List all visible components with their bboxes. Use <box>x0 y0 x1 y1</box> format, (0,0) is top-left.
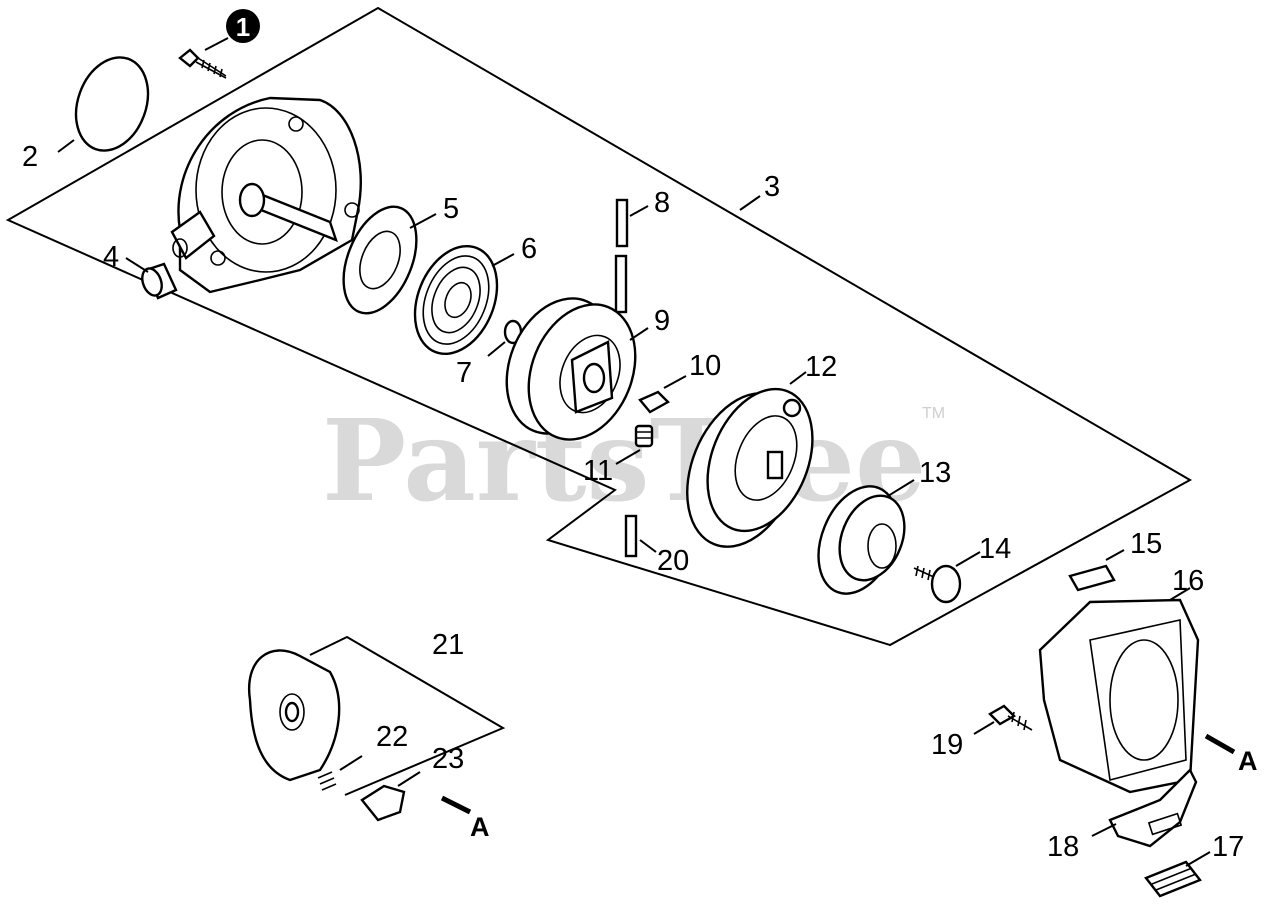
callout-4: 4 <box>103 241 119 273</box>
part-18-bracket <box>1108 767 1198 848</box>
callout-5: 5 <box>443 193 459 225</box>
leader-19 <box>973 721 995 735</box>
part-10-ratchet <box>638 390 670 414</box>
part-4-bushing <box>141 262 178 300</box>
callout-16: 16 <box>1172 565 1204 597</box>
leader-11 <box>615 449 641 465</box>
part-16-fan-cover <box>1038 598 1200 794</box>
reference-arrow-left <box>440 795 472 815</box>
callout-8: 8 <box>654 187 670 219</box>
leader-9 <box>629 327 649 341</box>
leader-2 <box>57 139 75 153</box>
leader-12 <box>789 371 807 385</box>
part-21-plate <box>247 649 341 782</box>
reference-a-right: A <box>1238 746 1258 776</box>
part-starter-case <box>170 96 362 294</box>
callout-14: 14 <box>979 533 1011 565</box>
callout-18: 18 <box>1047 831 1079 863</box>
part-9-reel <box>505 297 637 441</box>
leader-5 <box>409 213 437 229</box>
leader-10 <box>663 375 687 389</box>
leader-1 <box>204 37 229 51</box>
part-13-hub <box>817 485 906 595</box>
leader-20 <box>639 539 657 553</box>
callout-9: 9 <box>654 305 670 337</box>
callout-13: 13 <box>919 457 951 489</box>
leader-18 <box>1091 823 1117 837</box>
assembly-21-bracket <box>309 635 506 796</box>
leader-16 <box>1169 587 1191 601</box>
leader-22 <box>339 755 363 771</box>
leader-4 <box>125 257 149 273</box>
leader-13 <box>887 479 915 497</box>
part-23-pawl <box>360 784 406 822</box>
callout-21: 21 <box>432 629 464 661</box>
part-8-pin <box>614 198 629 314</box>
watermark-tm: TM <box>922 405 945 422</box>
callout-6: 6 <box>521 233 537 265</box>
callout-7: 7 <box>456 357 472 389</box>
part-5-washer <box>342 205 418 315</box>
callout-1: 1 <box>236 12 250 42</box>
callout-12: 12 <box>805 351 837 383</box>
assembly-3-boundary <box>5 6 1193 647</box>
part-14-bolt <box>913 564 962 604</box>
part-17-pad <box>1144 860 1202 898</box>
part-1-screw <box>178 48 227 79</box>
part-22-spring <box>317 771 337 791</box>
leader-17 <box>1185 851 1211 867</box>
reference-arrow-right <box>1204 733 1236 755</box>
leader-8 <box>629 205 649 217</box>
callout-22: 22 <box>376 721 408 753</box>
callout-20: 20 <box>657 545 689 577</box>
leader-6 <box>491 253 515 267</box>
callout-11: 11 <box>583 455 613 487</box>
watermark-text: PartsTree <box>322 396 926 527</box>
part-20-pin <box>624 514 638 558</box>
part-2-gasket <box>74 56 150 152</box>
part-6-spring <box>413 244 499 356</box>
callout-2: 2 <box>22 141 38 173</box>
part-12-cover <box>686 387 814 548</box>
leader-15 <box>1105 549 1125 561</box>
callout-17: 17 <box>1212 831 1244 863</box>
leader-7 <box>487 341 506 357</box>
callout-10: 10 <box>689 350 721 382</box>
reference-a-left: A <box>470 812 490 842</box>
leader-3 <box>739 195 761 211</box>
callout-23: 23 <box>432 743 464 775</box>
part-15-label <box>1068 564 1116 592</box>
leader-14 <box>955 551 981 567</box>
leader-23 <box>397 771 421 787</box>
part-11-spring <box>634 424 654 448</box>
callout-15: 15 <box>1130 528 1162 560</box>
callout-3: 3 <box>764 171 780 203</box>
part-19-bolt <box>988 704 1033 731</box>
callout-badge-1 <box>226 9 260 43</box>
callout-19: 19 <box>931 729 963 761</box>
